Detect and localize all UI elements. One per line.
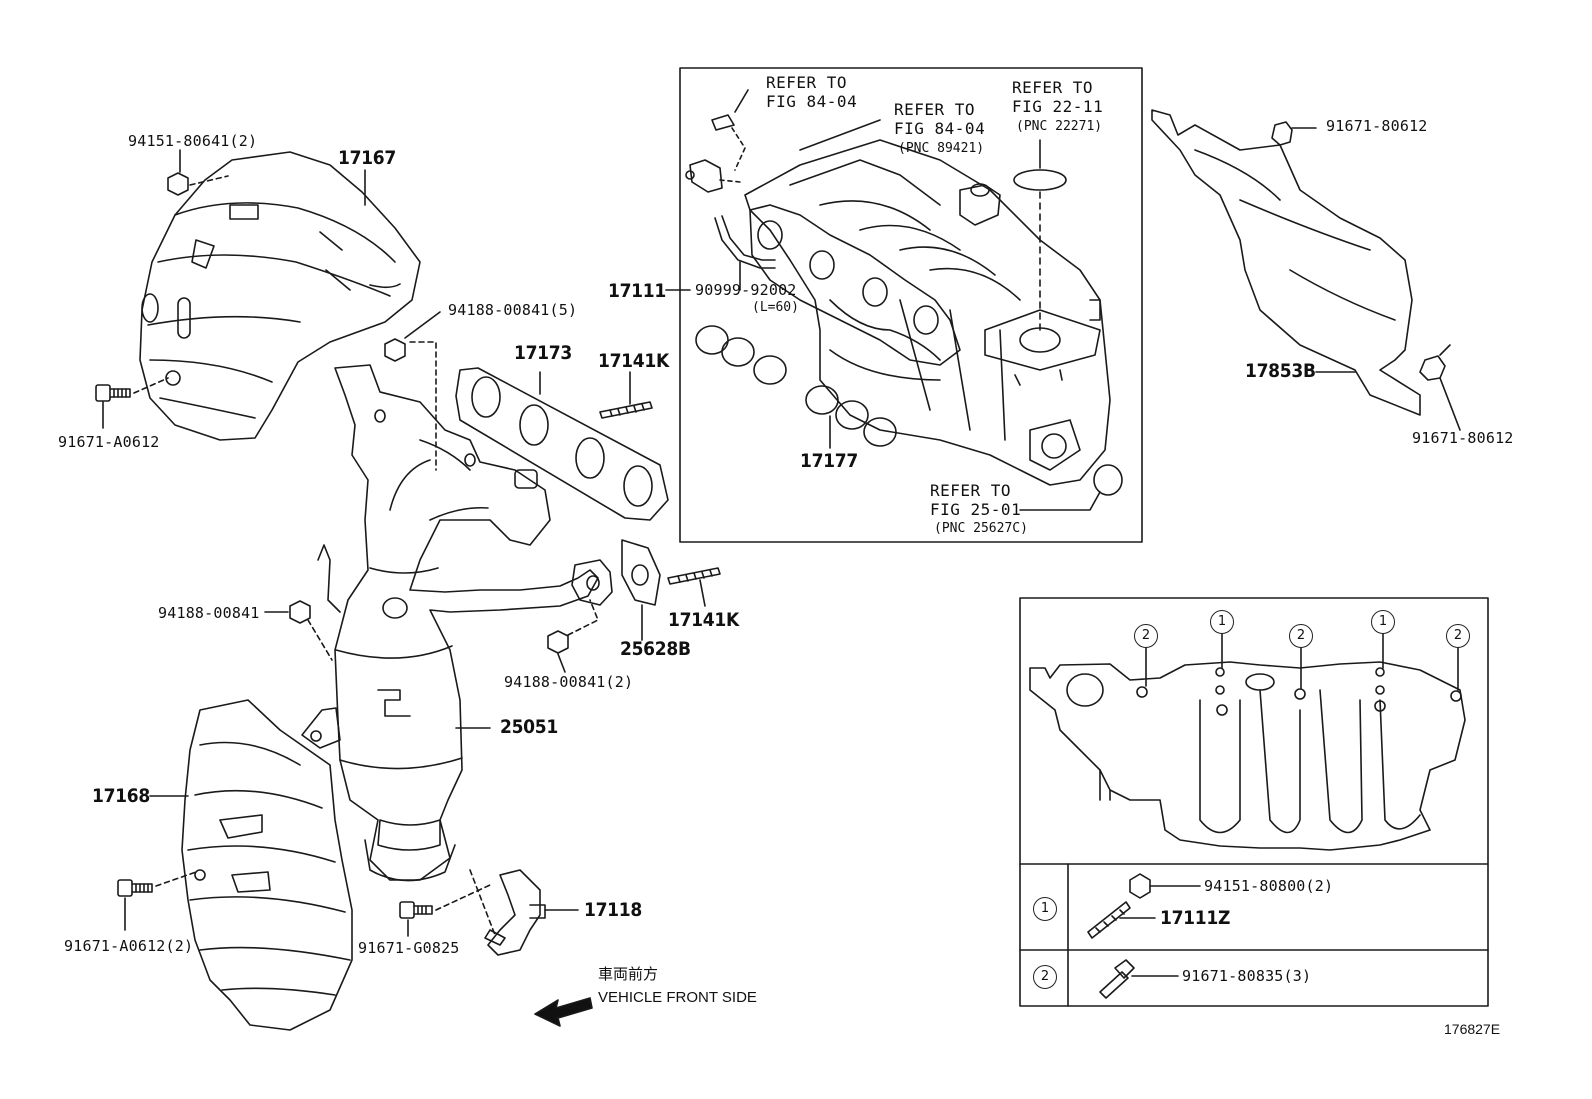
detail-marker: 2 <box>1134 624 1158 648</box>
label-17853B: 17853B <box>1245 360 1316 382</box>
heat-insulator-17853B <box>1151 109 1461 431</box>
gasket-17173 <box>455 367 669 521</box>
label-25628B: 25628B <box>620 638 691 660</box>
detail-intake-manifold <box>1029 631 1466 851</box>
label-17167: 17167 <box>338 147 396 169</box>
gasket-25627C <box>1019 464 1123 511</box>
refer-1-line1: REFER TO <box>766 73 848 92</box>
label-94151-80641: 94151-80641(2) <box>128 132 258 150</box>
label-94188-00841-2: 94188-00841(2) <box>504 673 634 691</box>
nut-94151-80800-icon <box>1129 873 1201 899</box>
label-94188-00841: 94188-00841 <box>158 604 260 622</box>
nut-94188-00841-2 <box>547 599 599 673</box>
bolt-91671-A0612-2 <box>117 871 197 931</box>
legend-marker-1: 1 <box>1033 897 1057 921</box>
gasket-25628B <box>621 539 661 641</box>
label-91671-A0612-2: 91671-A0612(2) <box>64 937 194 955</box>
direction-japanese: 車両前方 <box>598 966 659 983</box>
refer-4-line3: (PNC 25627C) <box>934 521 1028 536</box>
hose-90999-92002 <box>714 215 776 291</box>
label-91671-80612-bot: 91671-80612 <box>1412 429 1514 447</box>
heat-insulator-17167 <box>139 151 421 441</box>
label-17141K-top: 17141K <box>598 350 669 372</box>
intake-manifold-box <box>679 67 1143 543</box>
gasket-17177 <box>695 325 897 449</box>
legend-17111Z: 17111Z <box>1160 907 1231 929</box>
outlet-flange <box>571 559 613 606</box>
nut-94151-80641 <box>167 149 229 196</box>
label-25051: 25051 <box>500 716 558 738</box>
label-17168: 17168 <box>92 785 150 807</box>
refer-4-line1: REFER TO <box>930 481 1012 500</box>
refer-3-line2: FIG 22-11 <box>1012 97 1104 116</box>
intake-manifold-17111 <box>744 139 1111 486</box>
refer-2-line1: REFER TO <box>894 100 976 119</box>
refer-3-line1: REFER TO <box>1012 78 1094 97</box>
o-ring-22271 <box>1013 139 1067 331</box>
sensor-fig-84-04 <box>685 89 881 193</box>
detail-marker: 1 <box>1371 610 1395 634</box>
bolt-91671-G0825 <box>399 884 491 937</box>
vehicle-front-arrow-icon <box>534 997 593 1027</box>
stud-17111Z-icon <box>1087 901 1156 939</box>
stud-17141K-mid <box>667 567 721 607</box>
label-17111: 17111 <box>608 280 666 302</box>
stud-17141K-top <box>599 371 653 419</box>
bolt-91671-A0612 <box>95 377 169 429</box>
nut-94188-00841 <box>264 600 333 661</box>
detail-marker: 2 <box>1289 624 1313 648</box>
legend-94151-80800: 94151-80800(2) <box>1204 877 1334 895</box>
exhaust-manifold-25051 <box>301 364 599 882</box>
label-91671-G0825: 91671-G0825 <box>358 939 460 957</box>
detail-box <box>1019 597 1489 1007</box>
refer-3-line3: (PNC 22271) <box>1016 119 1103 134</box>
label-90999-length: (L=60) <box>752 300 799 315</box>
nut-94188-00841-5 <box>384 311 441 471</box>
label-17173: 17173 <box>514 342 572 364</box>
label-17177: 17177 <box>800 450 858 472</box>
label-91671-A0612: 91671-A0612 <box>58 433 160 451</box>
detail-marker: 1 <box>1210 610 1234 634</box>
bracket-17118 <box>469 869 579 956</box>
direction-english: VEHICLE FRONT SIDE <box>598 989 757 1006</box>
refer-1-line2: FIG 84-04 <box>766 92 858 111</box>
refer-2-line3: (PNC 89421) <box>898 141 985 156</box>
label-91671-80612-top: 91671-80612 <box>1326 117 1428 135</box>
heat-insulator-17168 <box>149 699 353 1031</box>
figure-id: 176827E <box>1444 1021 1501 1037</box>
bolt-91671-80835-icon <box>1099 959 1179 999</box>
refer-4-line2: FIG 25-01 <box>930 500 1022 519</box>
label-17141K-mid: 17141K <box>668 609 739 631</box>
label-17118: 17118 <box>584 899 642 921</box>
legend-marker-2: 2 <box>1033 965 1057 989</box>
label-94188-00841-5: 94188-00841(5) <box>448 301 578 319</box>
refer-2-line2: FIG 84-04 <box>894 119 986 138</box>
detail-marker: 2 <box>1446 624 1470 648</box>
label-90999-92002: 90999-92002 <box>695 281 797 299</box>
legend-91671-80835: 91671-80835(3) <box>1182 967 1312 985</box>
